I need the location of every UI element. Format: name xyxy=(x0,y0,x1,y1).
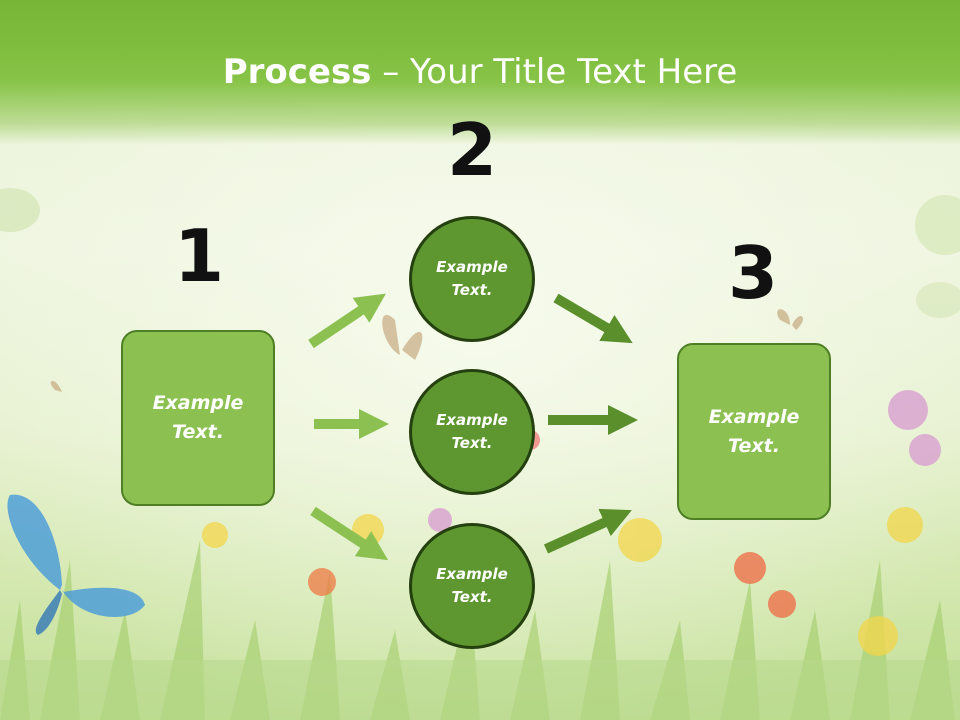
step-number-2: 2 xyxy=(446,108,498,192)
step-1-label-line1: Example xyxy=(152,392,244,414)
step-3-box: Example Text. xyxy=(677,343,831,520)
circle-middle-line1: Example xyxy=(436,411,508,429)
step-2-circle-top: Example Text. xyxy=(409,216,535,342)
step-1-label-line2: Text. xyxy=(172,421,224,443)
arrow-circle-top-to-box3 xyxy=(553,293,633,344)
circle-middle-line2: Text. xyxy=(451,434,493,452)
circle-top-line2: Text. xyxy=(451,281,493,299)
step-2-circle-bottom: Example Text. xyxy=(409,523,535,649)
header-band xyxy=(0,0,960,145)
arrow-box1-to-circle-top xyxy=(308,293,386,349)
page-title: Process – Your Title Text Here xyxy=(0,52,960,92)
step-number-3: 3 xyxy=(727,231,779,315)
step-3-label-line2: Text. xyxy=(728,434,780,457)
circle-bottom-line1: Example xyxy=(436,565,508,583)
step-1-box: Example Text. xyxy=(121,330,275,506)
step-2-circle-middle: Example Text. xyxy=(409,369,535,495)
title-rest: – Your Title Text Here xyxy=(371,52,738,92)
butterfly-image xyxy=(7,494,145,635)
arrow-box1-to-circle-bottom xyxy=(310,506,389,561)
circle-bottom-line2: Text. xyxy=(451,588,493,606)
circle-top-line1: Example xyxy=(436,258,508,276)
title-bold: Process xyxy=(222,52,372,92)
step-number-1: 1 xyxy=(173,214,225,298)
step-3-label-line1: Example xyxy=(708,405,800,428)
arrow-circle-bottom-to-box3 xyxy=(543,508,632,554)
